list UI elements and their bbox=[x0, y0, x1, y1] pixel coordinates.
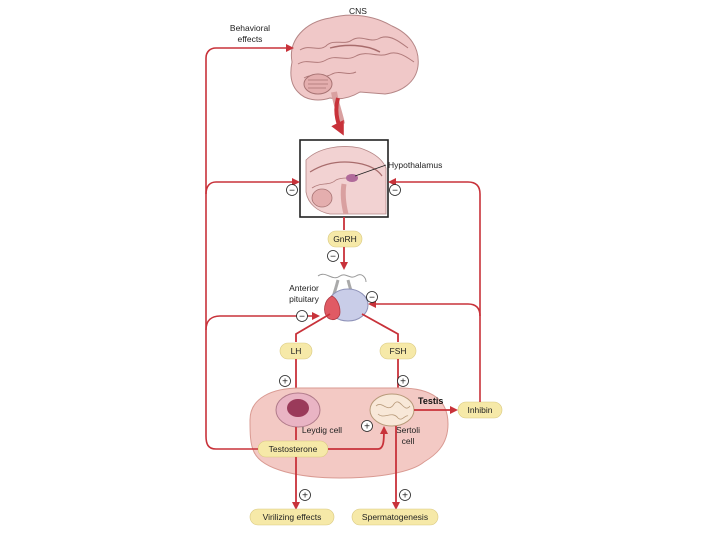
hypothalamus-right-minus-circle bbox=[389, 184, 401, 196]
spermatogenesis-plus-circle bbox=[399, 489, 411, 501]
testosterone-hypothalamus-feedback bbox=[205, 178, 300, 195]
pituitary-to-lh-line bbox=[295, 313, 331, 342]
testosterone-to-sertoli-arrow bbox=[328, 426, 388, 450]
testosterone-label: Testosterone bbox=[269, 444, 318, 454]
lh-plus-sign: + bbox=[282, 377, 288, 388]
leydig-cell-image bbox=[275, 392, 321, 428]
virilizing-effects-label: Virilizing effects bbox=[263, 512, 322, 522]
pituitary-left-minus-sign: − bbox=[299, 312, 305, 323]
cns-brain-image bbox=[290, 14, 419, 125]
pituitary-right-minus-circle bbox=[366, 291, 378, 303]
hypothalamus-box bbox=[299, 139, 389, 218]
fsh-plus-sign-circle bbox=[397, 375, 409, 387]
virilizing-plus-circle bbox=[299, 489, 311, 501]
hypothalamus-pointer bbox=[354, 164, 387, 177]
sertoli-cell-label-line1: Sertoli bbox=[396, 425, 420, 435]
anterior-pituitary-label-line1: Anterior bbox=[289, 283, 319, 293]
anterior-pituitary-label-line2: pituitary bbox=[289, 294, 320, 304]
cns-label: CNS bbox=[349, 6, 367, 16]
hypothalamus-left-minus-circle bbox=[286, 184, 298, 196]
leydig-cell-label: Leydig cell bbox=[302, 425, 342, 435]
gnrh-minus-sign: − bbox=[330, 252, 336, 263]
spermatogenesis-pill bbox=[351, 508, 439, 526]
behavioral-effects-label-line1: Behavioral bbox=[230, 23, 270, 33]
hypothalamus-right-minus-sign: − bbox=[392, 186, 398, 197]
cns-to-hypothalamus-arrow bbox=[331, 97, 344, 136]
lh-plus-sign-circle bbox=[279, 375, 291, 387]
gnrh-pill bbox=[327, 230, 363, 248]
fsh-label: FSH bbox=[390, 346, 407, 356]
testosterone-sertoli-plus-circle bbox=[361, 420, 373, 432]
behavioral-effects-label-line2: effects bbox=[238, 34, 263, 44]
inhibin-pituitary-feedback bbox=[368, 300, 481, 317]
testis-label: Testis bbox=[418, 396, 443, 406]
virilizing-effects-pill bbox=[249, 508, 335, 526]
inhibin-hypothalamus-feedback bbox=[388, 178, 481, 402]
pituitary-left-minus-circle bbox=[296, 310, 308, 322]
testosterone-pituitary-feedback bbox=[205, 312, 320, 331]
behavioral-feedback-line bbox=[205, 44, 294, 450]
hypothalamus-label: Hypothalamus bbox=[388, 160, 442, 170]
sertoli-cell-label-line2: cell bbox=[402, 436, 415, 446]
virilizing-plus-sign: + bbox=[302, 491, 308, 502]
spermatogenesis-plus-sign: + bbox=[402, 491, 408, 502]
inhibin-label: Inhibin bbox=[467, 405, 492, 415]
hypothalamus-left-minus-sign: − bbox=[289, 186, 295, 197]
sertoli-cell-image bbox=[369, 393, 415, 427]
pituitary-right-minus-sign: − bbox=[369, 293, 375, 304]
testosterone-sertoli-plus-sign: + bbox=[364, 422, 370, 433]
spermatogenesis-label: Spermatogenesis bbox=[362, 512, 428, 522]
gnrh-minus-sign-circle bbox=[327, 250, 339, 262]
anterior-pituitary-image bbox=[317, 273, 369, 322]
lh-label: LH bbox=[291, 346, 302, 356]
fsh-plus-sign: + bbox=[400, 377, 406, 388]
gnrh-label: GnRH bbox=[333, 234, 357, 244]
pituitary-to-fsh-line bbox=[361, 313, 399, 342]
